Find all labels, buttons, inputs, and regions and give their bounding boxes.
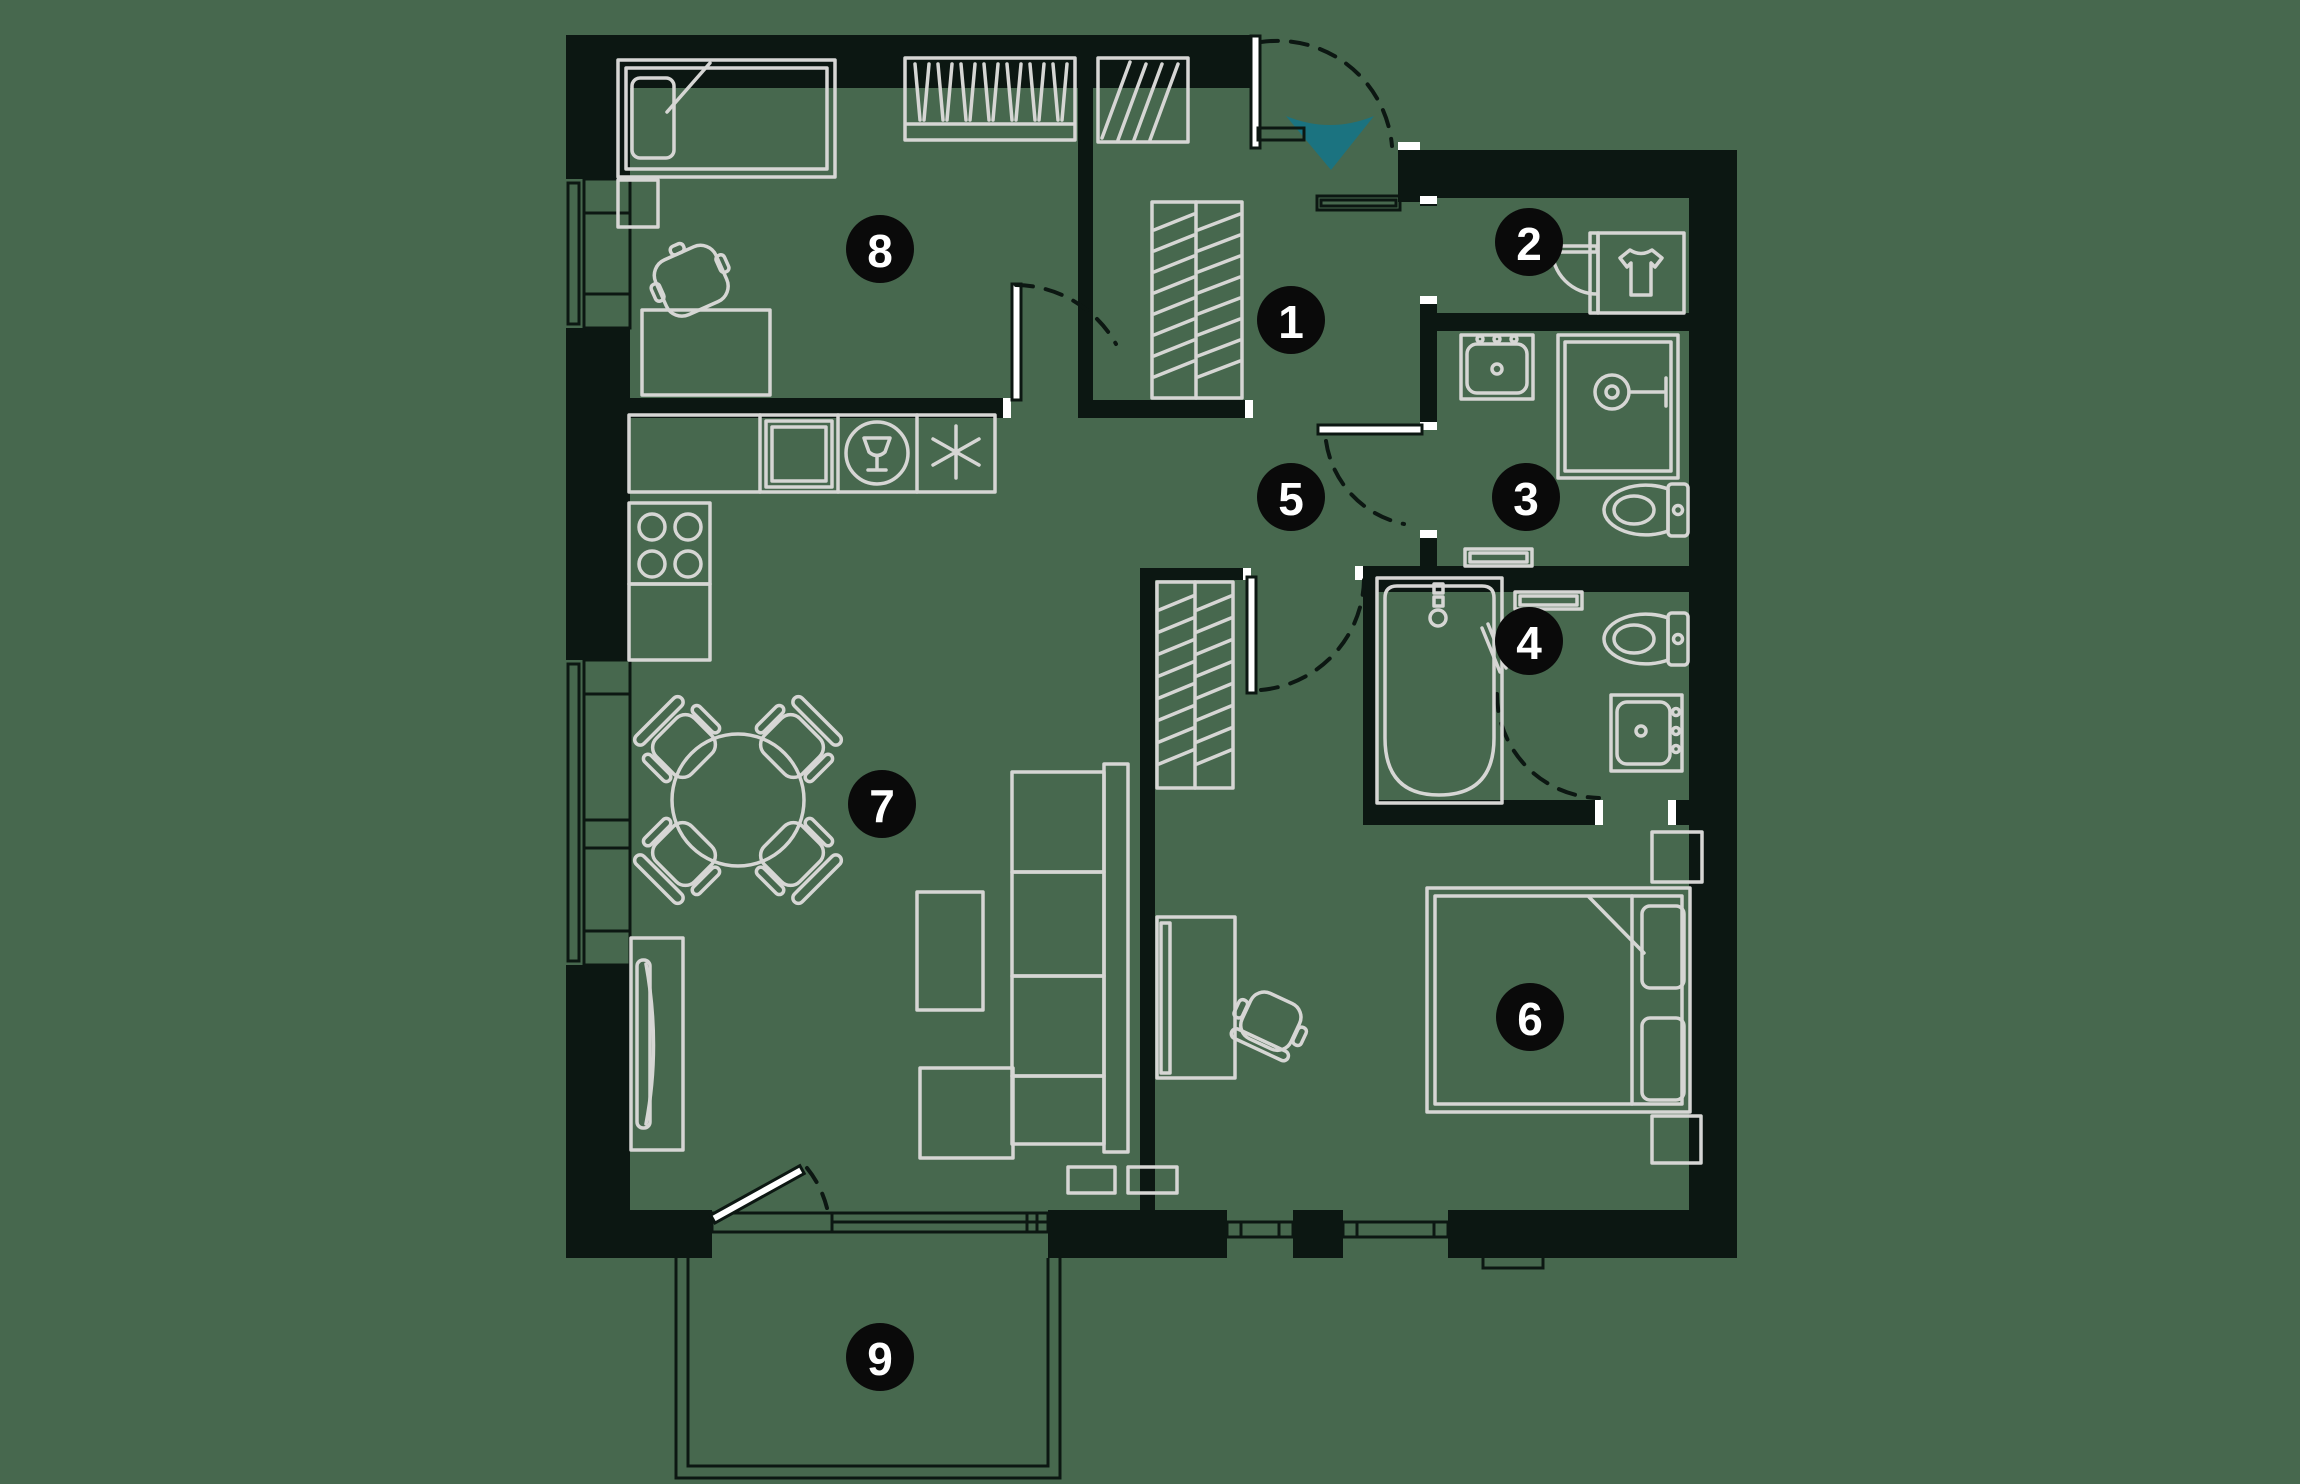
kitchen-sink xyxy=(764,419,834,489)
room-badge-8: 8 xyxy=(846,215,914,283)
living-glazing-band xyxy=(830,1210,1050,1258)
towel-rail xyxy=(1513,590,1584,611)
coffee-table xyxy=(915,890,985,1012)
room-badge-9: 9 xyxy=(846,1323,914,1391)
hall-closet-main xyxy=(1150,200,1244,400)
svg-text:4: 4 xyxy=(1516,617,1542,669)
single-bed xyxy=(616,58,837,179)
entrance-door-leaf xyxy=(1249,34,1262,150)
svg-text:8: 8 xyxy=(867,225,893,277)
svg-text:1: 1 xyxy=(1278,296,1304,348)
window-left-1 xyxy=(566,177,632,330)
counter xyxy=(627,413,997,494)
room-badge-3: 3 xyxy=(1492,463,1560,531)
window-bottom-2 xyxy=(1341,1210,1450,1258)
window-bottom-1 xyxy=(1225,1210,1295,1258)
double-bed xyxy=(1425,886,1692,1114)
window-sills-interior xyxy=(1066,1165,1179,1195)
nightstand xyxy=(616,178,660,229)
room8-furniture xyxy=(616,56,1077,397)
bedroom xyxy=(1155,580,1704,1165)
bathtub xyxy=(1375,576,1508,805)
room-badge-2: 2 xyxy=(1495,208,1563,276)
room-badges: 1 2 3 4 5 6 7 8 xyxy=(846,208,1564,1391)
kitchen xyxy=(627,413,997,662)
entrance xyxy=(1249,34,1402,212)
bedroom-closet xyxy=(1155,580,1235,790)
room2-furniture xyxy=(1550,231,1686,315)
shower xyxy=(1556,333,1680,480)
dishwasher-glass-icon xyxy=(844,420,910,486)
room3-fixtures xyxy=(1459,333,1690,568)
nightstand xyxy=(1650,1114,1703,1165)
tv-console xyxy=(629,936,685,1152)
wardrobe-hangers xyxy=(903,56,1077,142)
towel-rail xyxy=(1463,547,1534,568)
svg-text:2: 2 xyxy=(1516,218,1542,270)
room-badge-1: 1 xyxy=(1257,286,1325,354)
desk xyxy=(640,308,772,397)
tshirt-icon xyxy=(1618,248,1664,297)
office-chair xyxy=(1229,990,1309,1063)
nightstand xyxy=(1650,830,1704,884)
washbasin xyxy=(1609,693,1684,773)
stove xyxy=(627,501,712,586)
kitchen-cabinet xyxy=(627,582,712,662)
room-badge-7: 7 xyxy=(848,770,916,838)
hall-closet-upper xyxy=(1096,56,1190,144)
svg-text:3: 3 xyxy=(1513,473,1539,525)
sofa xyxy=(918,762,1130,1160)
wardrobe-cabinet xyxy=(1596,231,1686,315)
washbasin xyxy=(1459,333,1535,401)
svg-text:7: 7 xyxy=(869,780,895,832)
desk xyxy=(1155,915,1237,1080)
room-badge-4: 4 xyxy=(1495,607,1563,675)
living-room xyxy=(625,687,1130,1160)
balcony-door xyxy=(708,1163,834,1258)
balcony-outline xyxy=(674,1258,1062,1480)
window-left-2 xyxy=(566,658,632,967)
snowflake-icon xyxy=(931,424,981,480)
dining-table xyxy=(625,687,851,913)
interior-doors xyxy=(1010,282,1601,800)
entrance-arrow-icon xyxy=(1286,116,1374,170)
room4-fixtures xyxy=(1375,576,1690,805)
desk-chair xyxy=(649,241,731,318)
entry-shelf xyxy=(1315,194,1402,212)
room-badge-6: 6 xyxy=(1496,983,1564,1051)
room-badge-5: 5 xyxy=(1257,463,1325,531)
svg-text:5: 5 xyxy=(1278,473,1304,525)
exterior-ledge xyxy=(1481,1248,1545,1270)
svg-text:9: 9 xyxy=(867,1333,893,1385)
svg-text:6: 6 xyxy=(1517,993,1543,1045)
